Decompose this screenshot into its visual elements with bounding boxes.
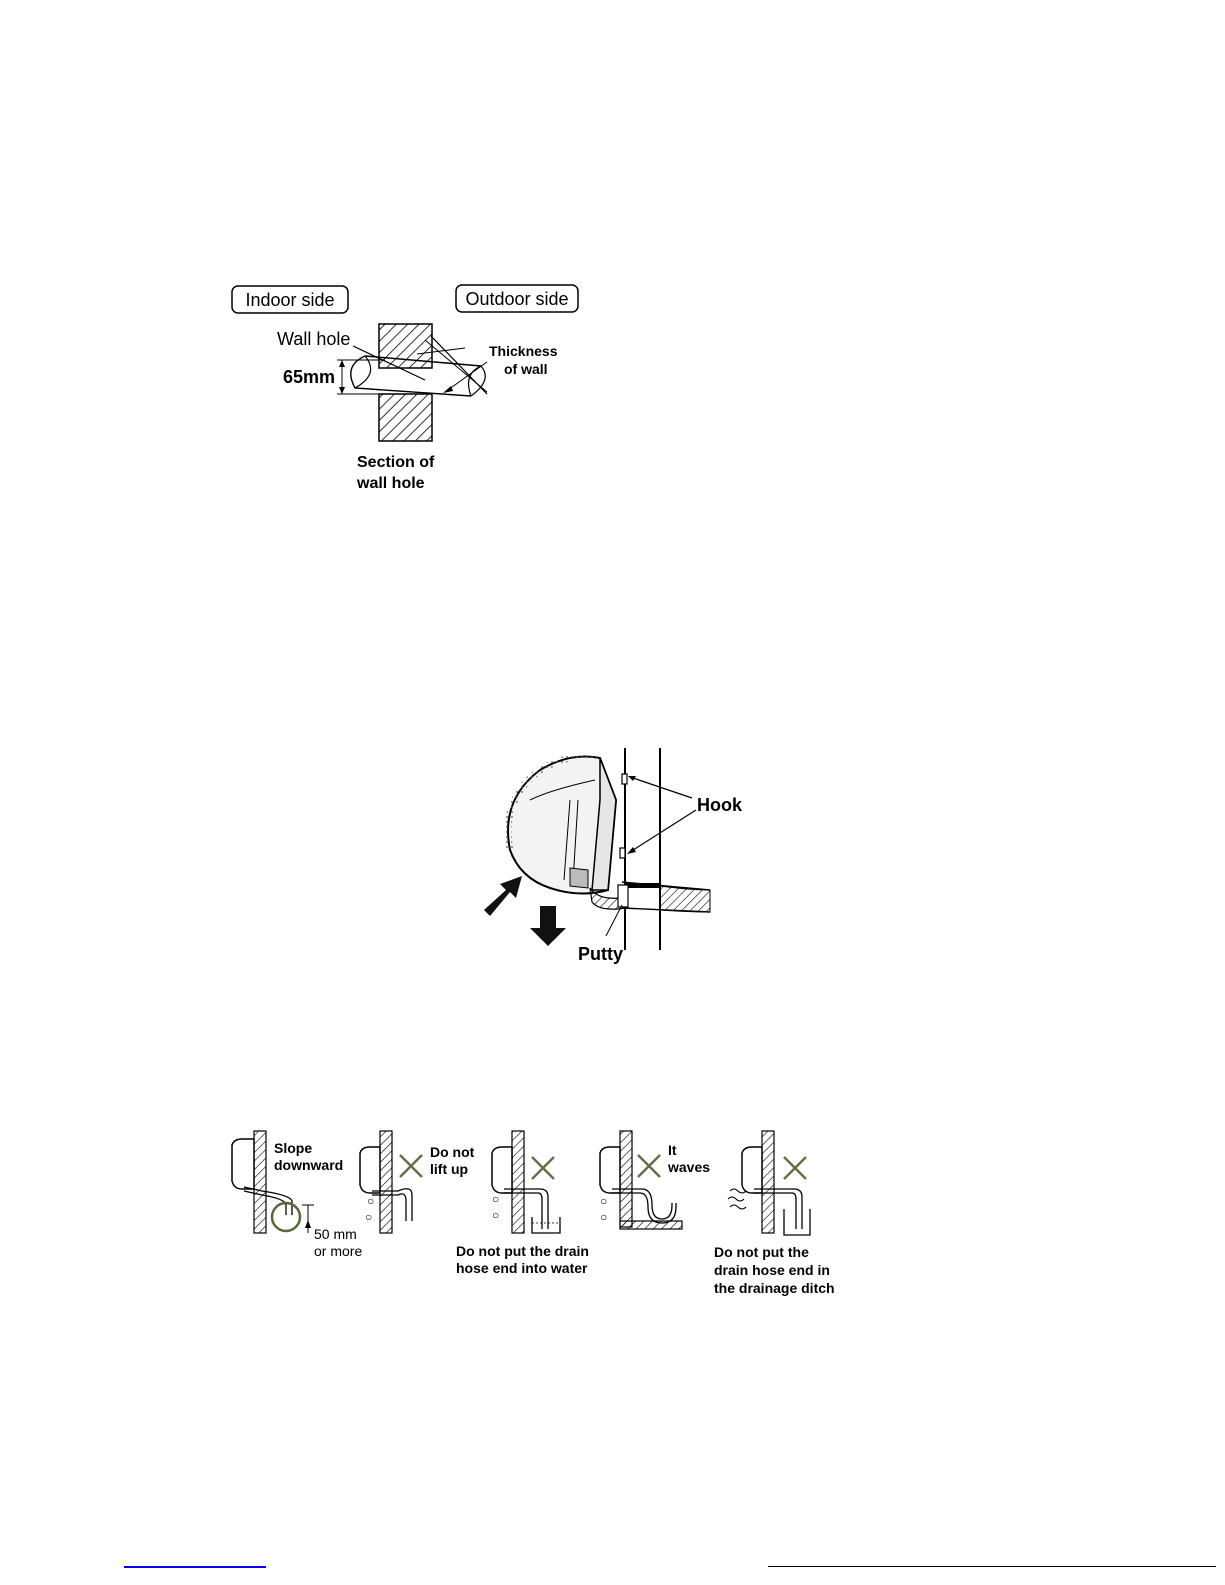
drain-panel-correct: Slope downward 50 mm or more bbox=[232, 1131, 362, 1259]
distance-label-1: 50 mm bbox=[314, 1226, 357, 1242]
svg-text:○: ○ bbox=[492, 1192, 499, 1206]
distance-label-2: or more bbox=[314, 1243, 362, 1259]
wall-lower bbox=[379, 394, 432, 441]
drain-panel-water: ○ ○ Do not put the drain hose end into w… bbox=[456, 1131, 589, 1276]
lower-hook bbox=[620, 848, 625, 858]
svg-text:○: ○ bbox=[492, 1208, 499, 1222]
svg-text:○: ○ bbox=[600, 1194, 607, 1208]
slope-label-2: downward bbox=[274, 1157, 343, 1173]
odor-icon bbox=[728, 1189, 746, 1209]
lift-label-1: Do not bbox=[430, 1144, 475, 1160]
section-label-1: Section of bbox=[357, 454, 435, 471]
upper-hook bbox=[622, 774, 627, 784]
drain-panel-ditch: Do not put the drain hose end in the dra… bbox=[714, 1131, 835, 1296]
waves-label-1: It bbox=[668, 1142, 677, 1158]
drain-hose-figure: Slope downward 50 mm or more ○ ○ Do not … bbox=[222, 1125, 852, 1305]
thickness-label-2: of wall bbox=[504, 361, 548, 377]
water-caption-2: hose end into water bbox=[456, 1260, 588, 1276]
indoor-side-label: Indoor side bbox=[245, 290, 334, 310]
drain-panel-waves: ○ ○ It waves bbox=[600, 1131, 710, 1229]
svg-text:○: ○ bbox=[600, 1210, 607, 1224]
hook-label: Hook bbox=[697, 795, 743, 815]
drain-hose-diagram: Slope downward 50 mm or more ○ ○ Do not … bbox=[222, 1125, 852, 1305]
refrigerant-pipe bbox=[660, 886, 710, 912]
water-caption-1: Do not put the drain bbox=[456, 1243, 589, 1259]
putty-label: Putty bbox=[578, 944, 623, 964]
pipe-seal bbox=[625, 883, 660, 888]
ditch-caption-3: the drainage ditch bbox=[714, 1280, 835, 1296]
outdoor-side-label: Outdoor side bbox=[465, 289, 568, 309]
footer-rule-right bbox=[768, 1566, 1216, 1567]
lift-label-2: lift up bbox=[430, 1161, 468, 1177]
svg-text:○: ○ bbox=[367, 1194, 374, 1208]
wall-hole-diagram: Indoor side Outdoor side Wall hole 65mm … bbox=[225, 280, 595, 500]
waves-label-2: waves bbox=[667, 1159, 710, 1175]
dimension-label: 65mm bbox=[283, 367, 335, 387]
water-drop-icon: ○ bbox=[365, 1210, 372, 1224]
down-arrow-icon bbox=[530, 906, 566, 946]
ditch-caption-1: Do not put the bbox=[714, 1244, 809, 1260]
section-label-2: wall hole bbox=[356, 475, 425, 492]
wall-hole-figure: Indoor side Outdoor side Wall hole 65mm … bbox=[225, 280, 595, 500]
indoor-unit-diagram: Hook Putty bbox=[470, 740, 760, 970]
wall-hole-label: Wall hole bbox=[277, 329, 350, 349]
footer-rule-left bbox=[124, 1566, 266, 1568]
drain-panel-lift-up: ○ ○ Do not lift up bbox=[360, 1131, 475, 1233]
thickness-label-1: Thickness bbox=[489, 343, 558, 359]
push-arrow-icon bbox=[484, 876, 522, 916]
slope-label-1: Slope bbox=[274, 1140, 312, 1156]
ditch-caption-2: drain hose end in bbox=[714, 1262, 830, 1278]
indoor-unit-hook-figure: Hook Putty bbox=[470, 740, 760, 970]
